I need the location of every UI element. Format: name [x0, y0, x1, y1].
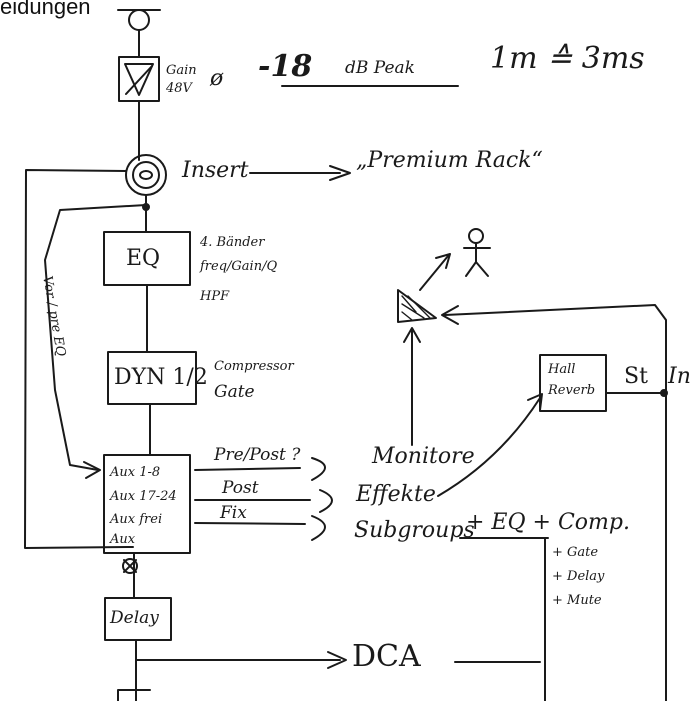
route-line-3 — [194, 522, 306, 525]
insert-core — [139, 170, 153, 180]
monitor-up-arrow — [403, 327, 421, 343]
stereo-label: St — [624, 364, 648, 389]
reverb-label: Reverb — [548, 383, 596, 398]
preamp-slash — [125, 65, 153, 95]
listener-head — [468, 228, 484, 244]
effects-to-hall — [437, 397, 541, 497]
insert-arrow-head — [329, 165, 351, 181]
gate-label: Gate — [214, 382, 255, 402]
pre-eq-arrow-head — [83, 461, 101, 479]
phase-symbol: ø — [210, 66, 224, 91]
input-circle — [128, 9, 150, 31]
dyn-box-label: DYN 1/2 — [114, 365, 208, 390]
listener-arrow-head — [435, 253, 451, 269]
phantom-label: 48V — [166, 81, 192, 96]
dyn-box — [107, 351, 197, 405]
subgroup-delay-label: + Delay — [552, 569, 605, 584]
bottom-stub — [117, 689, 151, 701]
dca-label: DCA — [352, 639, 421, 674]
delay-box — [104, 597, 172, 641]
subgroup-gate-label: + Gate — [552, 545, 599, 560]
peak-unit: dB Peak — [345, 58, 415, 78]
stereo-return-line — [444, 304, 667, 701]
gain-label: Gain — [166, 63, 197, 78]
stereo-return-arrow — [441, 305, 459, 325]
route-pre-post-label: Pre/Post ? — [214, 445, 301, 465]
stereo-in-label: In — [668, 364, 691, 389]
speaker-to-listener — [419, 255, 449, 291]
ratio-note: 1m ≙ 3ms — [490, 41, 645, 76]
listener-legs — [465, 261, 489, 277]
insert-label: Insert — [182, 158, 249, 183]
route-bracket-2 — [319, 489, 333, 513]
insert-loop — [24, 169, 134, 549]
route-bracket-3 — [311, 515, 326, 541]
insert-target-label: „Premium Rack“ — [356, 148, 543, 173]
hall-box — [539, 354, 607, 412]
hpf-label: HPF — [200, 289, 230, 304]
dca-arrow-head — [327, 651, 347, 669]
route-bracket-1 — [311, 457, 326, 481]
monitore-label: Monitore — [372, 444, 475, 469]
subgroup-mute-label: + Mute — [552, 593, 602, 608]
effekte-label: Effekte — [356, 482, 436, 507]
speaker-hatch — [401, 295, 431, 321]
preamp-triangle — [124, 63, 154, 96]
subgroup-eq-comp-label: + EQ + Comp. — [466, 510, 630, 535]
speaker-shape — [397, 289, 437, 323]
compressor-label: Compressor — [214, 359, 294, 374]
delay-box-label: Delay — [110, 608, 159, 628]
eq-bands-label: 4. Bänder — [200, 235, 265, 250]
eq-params-label: freq/Gain/Q — [200, 259, 278, 274]
aux-1-8-label: Aux 1-8 — [110, 465, 161, 480]
aux-17-24-label: Aux 17-24 — [110, 489, 177, 504]
aux-label: Aux — [110, 532, 136, 547]
eq-box-label: EQ — [126, 246, 161, 271]
route-post-label: Post — [222, 478, 259, 498]
aux-frei-label: Aux frei — [110, 512, 163, 527]
route-line-1 — [194, 467, 301, 471]
insert-inner-ring — [132, 161, 160, 189]
hall-label: Hall — [548, 362, 576, 377]
subgroups-label: Subgroups — [354, 518, 475, 543]
route-fix-label: Fix — [220, 503, 247, 523]
caption-text: eidungen — [0, 0, 91, 19]
peak-level: -18 — [258, 49, 313, 84]
aux-box — [103, 454, 191, 554]
mute-circle — [122, 558, 138, 574]
stereo-junction — [660, 389, 668, 397]
